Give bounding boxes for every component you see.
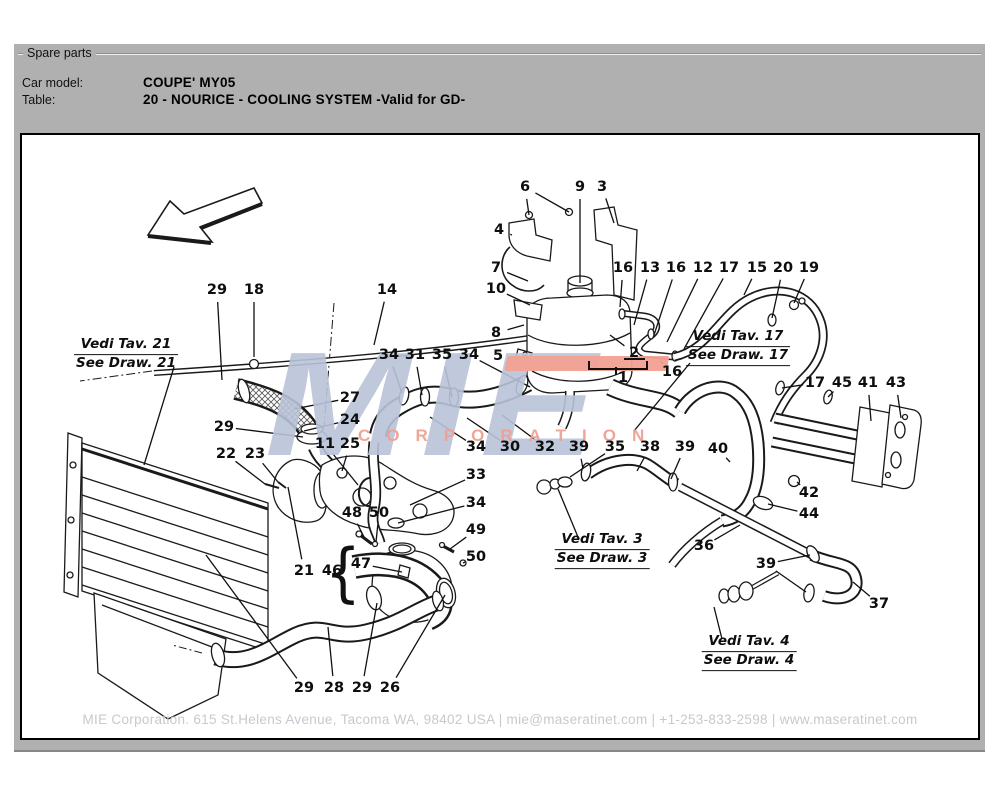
- callout-20: 20: [772, 260, 794, 276]
- callout-34: 34: [465, 439, 487, 455]
- callout-43: 43: [885, 375, 907, 391]
- callout-29: 29: [206, 282, 228, 298]
- callout-47: 47: [350, 556, 372, 572]
- callout-48: 48: [341, 505, 363, 521]
- callout-50: 50: [368, 505, 390, 521]
- callout-22: 22: [215, 446, 237, 462]
- car-model-value: COUPE' MY05: [143, 75, 236, 90]
- callout-36: 36: [693, 538, 715, 554]
- callout-31: 31: [404, 347, 426, 363]
- callout-33: 33: [465, 467, 487, 483]
- callout-34: 34: [458, 347, 480, 363]
- callout-42: 42: [798, 485, 820, 501]
- groupbox-title: Spare parts: [23, 46, 96, 60]
- callout-19: 19: [798, 260, 820, 276]
- callout-27: 27: [339, 390, 361, 406]
- callout-46: 46: [321, 563, 343, 579]
- callout-39: 39: [568, 439, 590, 455]
- watermark-logo-text: MIE: [265, 322, 607, 487]
- table-label: Table:: [22, 93, 56, 107]
- callout-35: 35: [431, 347, 453, 363]
- callout-17: 17: [804, 375, 826, 391]
- callout-2: 2: [628, 345, 640, 361]
- callout-10: 10: [485, 281, 507, 297]
- groupbox-groove-line: [18, 53, 981, 55]
- callout-3: 3: [596, 179, 608, 195]
- callout-11: 11: [314, 436, 336, 452]
- callout-21: 21: [293, 563, 315, 579]
- callout-5: 5: [492, 348, 504, 364]
- callout-35: 35: [604, 439, 626, 455]
- callout-7: 7: [490, 260, 502, 276]
- callout-1: 1: [617, 370, 629, 386]
- callout-37: 37: [868, 596, 890, 612]
- callout-40: 40: [707, 441, 729, 457]
- group-bracket-part1: [588, 361, 648, 370]
- callout-41: 41: [857, 375, 879, 391]
- callout-30: 30: [499, 439, 521, 455]
- callout-39: 39: [674, 439, 696, 455]
- car-model-label: Car model:: [22, 76, 84, 90]
- callout-15: 15: [746, 260, 768, 276]
- callout-25: 25: [339, 436, 361, 452]
- footer-contact-info: MIE Corporation. 615 St.Helens Avenue, T…: [82, 712, 918, 727]
- callout-8: 8: [490, 325, 502, 341]
- callout-24: 24: [339, 412, 361, 428]
- watermark-corporation-text: CORPORATION: [358, 426, 661, 445]
- callout-12: 12: [692, 260, 714, 276]
- group-bracket-tick: [615, 367, 617, 375]
- diagram-geometry: [63, 187, 922, 720]
- callout-32: 32: [534, 439, 556, 455]
- underline-part2: [624, 358, 645, 360]
- callout-29: 29: [293, 680, 315, 696]
- callout-50: 50: [465, 549, 487, 565]
- callout-16: 16: [661, 364, 683, 380]
- callout-17: 17: [718, 260, 740, 276]
- callout-34: 34: [465, 495, 487, 511]
- callout-16: 16: [612, 260, 634, 276]
- callout-16: 16: [665, 260, 687, 276]
- callout-4: 4: [493, 222, 505, 238]
- callout-44: 44: [798, 506, 820, 522]
- callout-13: 13: [639, 260, 661, 276]
- table-value: 20 - NOURICE - COOLING SYSTEM -Valid for…: [143, 92, 466, 107]
- cooling-system-diagram: [63, 187, 922, 720]
- leader-lines: [143, 192, 902, 679]
- callout-29: 29: [351, 680, 373, 696]
- callout-49: 49: [465, 522, 487, 538]
- callout-9: 9: [574, 179, 586, 195]
- group-brace-part46: {: [325, 535, 361, 611]
- callout-18: 18: [243, 282, 265, 298]
- callout-29: 29: [213, 419, 235, 435]
- callout-26: 26: [379, 680, 401, 696]
- spare-parts-panel: Spare parts Car model: COUPE' MY05 Table…: [14, 44, 985, 752]
- callout-38: 38: [639, 439, 661, 455]
- callout-34: 34: [378, 347, 400, 363]
- callout-28: 28: [323, 680, 345, 696]
- callout-45: 45: [831, 375, 853, 391]
- callout-39: 39: [755, 556, 777, 572]
- callout-6: 6: [519, 179, 531, 195]
- callout-14: 14: [376, 282, 398, 298]
- callout-23: 23: [244, 446, 266, 462]
